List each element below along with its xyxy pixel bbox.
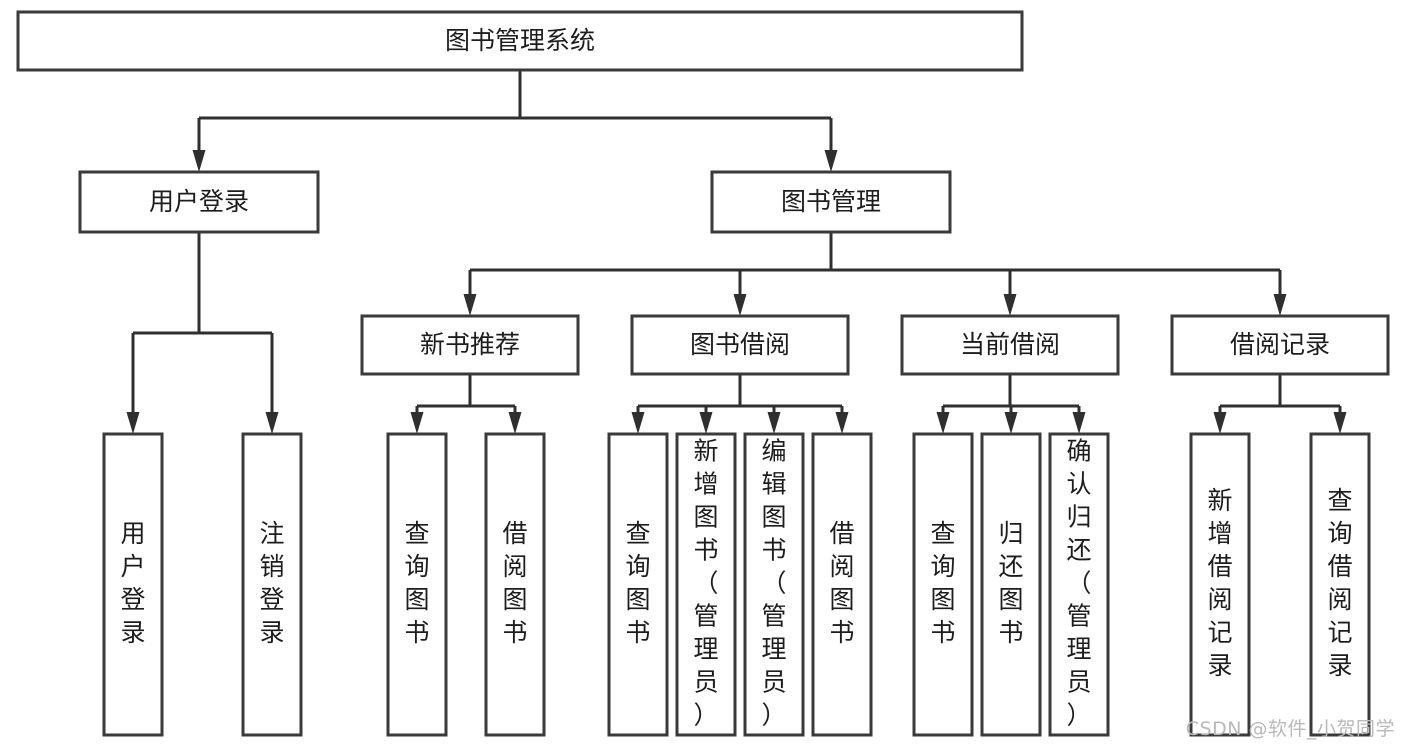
arrow-head-icon bbox=[733, 294, 747, 316]
leaf-node-leaf-query-book-current[interactable]: 查询图书 bbox=[912, 432, 974, 737]
arrow-head-icon bbox=[824, 150, 838, 172]
node-box[interactable] bbox=[386, 432, 448, 737]
connector-c-borrow-to-leaves bbox=[631, 374, 849, 434]
node-label: 归还图书 bbox=[998, 519, 1023, 647]
level2-node-user-login[interactable]: 用户登录 bbox=[78, 170, 320, 234]
node-box[interactable] bbox=[484, 432, 546, 737]
node-label: 当前借阅 bbox=[960, 330, 1060, 359]
leaf-node-leaf-edit-book-admin[interactable]: 编辑图书（管理员） bbox=[743, 432, 805, 737]
arrow-head-icon bbox=[936, 412, 950, 434]
level3-node-current-borrow[interactable]: 当前借阅 bbox=[900, 314, 1120, 376]
connector-c-root-to-level2 bbox=[192, 70, 838, 172]
node-label: 注销登录 bbox=[259, 519, 284, 647]
arrow-head-icon bbox=[835, 412, 849, 434]
node-box[interactable] bbox=[360, 314, 580, 376]
connectors-layer bbox=[126, 70, 1347, 434]
node-box[interactable] bbox=[607, 432, 669, 737]
node-label: 用户登录 bbox=[149, 187, 249, 216]
node-label: 新书推荐 bbox=[420, 330, 520, 359]
node-label: 编辑图书（管理员） bbox=[761, 437, 786, 730]
node-label: 借阅图书 bbox=[502, 519, 527, 647]
leaf-node-leaf-confirm-return-admin[interactable]: 确认归还（管理员） bbox=[1048, 432, 1110, 737]
node-label: 查询图书 bbox=[625, 519, 650, 647]
leaf-node-leaf-return-book[interactable]: 归还图书 bbox=[980, 432, 1042, 737]
node-label: 确认归还（管理员） bbox=[1066, 437, 1091, 730]
csdn-watermark: CSDN @软件_小贺同学 bbox=[1185, 718, 1395, 740]
node-label: 借阅记录 bbox=[1230, 330, 1330, 359]
connector-c-record-to-leaves bbox=[1213, 374, 1347, 434]
nodes-layer: 图书管理系统用户登录图书管理新书推荐图书借阅当前借阅借阅记录用户登录注销登录查询… bbox=[16, 10, 1390, 737]
leaf-node-leaf-add-book-admin[interactable]: 新增图书（管理员） bbox=[675, 432, 737, 737]
arrow-head-icon bbox=[1072, 412, 1086, 434]
leaf-node-leaf-borrow-book[interactable]: 借阅图书 bbox=[811, 432, 873, 737]
arrow-head-icon bbox=[508, 412, 522, 434]
node-box[interactable] bbox=[78, 170, 320, 234]
level2-node-book-management[interactable]: 图书管理 bbox=[710, 170, 952, 234]
node-label: 借阅图书 bbox=[829, 519, 854, 647]
node-label: 图书管理系统 bbox=[445, 26, 595, 55]
node-box[interactable] bbox=[1048, 432, 1110, 737]
node-box[interactable] bbox=[1309, 432, 1371, 737]
node-label: 图书管理 bbox=[781, 187, 881, 216]
arrow-head-icon bbox=[1003, 294, 1017, 316]
arrow-head-icon bbox=[265, 412, 279, 434]
leaf-node-leaf-query-book-borrow[interactable]: 查询图书 bbox=[607, 432, 669, 737]
connector-c-current-to-leaves bbox=[936, 374, 1086, 434]
level3-node-borrow-record[interactable]: 借阅记录 bbox=[1170, 314, 1390, 376]
connector-c-userlogin-to-leaves bbox=[126, 232, 279, 434]
arrow-head-icon bbox=[1333, 412, 1347, 434]
arrow-head-icon bbox=[699, 412, 713, 434]
arrow-head-icon bbox=[192, 150, 206, 172]
node-box[interactable] bbox=[241, 432, 303, 737]
root-node-root[interactable]: 图书管理系统 bbox=[16, 10, 1024, 72]
node-label: 查询图书 bbox=[930, 519, 955, 647]
node-box[interactable] bbox=[16, 10, 1024, 72]
node-box[interactable] bbox=[1170, 314, 1390, 376]
leaf-node-leaf-query-book-recommend[interactable]: 查询图书 bbox=[386, 432, 448, 737]
node-label: 新增借阅记录 bbox=[1207, 486, 1232, 680]
node-box[interactable] bbox=[102, 432, 164, 737]
arrow-head-icon bbox=[1273, 294, 1287, 316]
node-label: 新增图书（管理员） bbox=[693, 437, 718, 730]
arrow-head-icon bbox=[410, 412, 424, 434]
connector-c-recommend-to-leaves bbox=[410, 374, 522, 434]
node-box[interactable] bbox=[912, 432, 974, 737]
arrow-head-icon bbox=[126, 412, 140, 434]
arrow-head-icon bbox=[767, 412, 781, 434]
node-box[interactable] bbox=[900, 314, 1120, 376]
leaf-node-leaf-borrow-book-recommend[interactable]: 借阅图书 bbox=[484, 432, 546, 737]
node-label: 图书借阅 bbox=[690, 330, 790, 359]
node-box[interactable] bbox=[710, 170, 952, 234]
node-label: 用户登录 bbox=[120, 519, 145, 647]
node-box[interactable] bbox=[743, 432, 805, 737]
level3-node-book-borrow[interactable]: 图书借阅 bbox=[630, 314, 850, 376]
node-box[interactable] bbox=[675, 432, 737, 737]
leaf-node-leaf-query-borrow-record[interactable]: 查询借阅记录 bbox=[1309, 432, 1371, 737]
arrow-head-icon bbox=[1004, 412, 1018, 434]
node-box[interactable] bbox=[630, 314, 850, 376]
arrow-head-icon bbox=[631, 412, 645, 434]
arrow-head-icon bbox=[463, 294, 477, 316]
connector-c-bookmgmt-to-level3 bbox=[463, 232, 1287, 316]
node-box[interactable] bbox=[980, 432, 1042, 737]
leaf-node-leaf-user-login[interactable]: 用户登录 bbox=[102, 432, 164, 737]
node-label: 查询借阅记录 bbox=[1327, 486, 1352, 680]
node-box[interactable] bbox=[1189, 432, 1251, 737]
arrow-head-icon bbox=[1213, 412, 1227, 434]
leaf-node-leaf-logout-login[interactable]: 注销登录 bbox=[241, 432, 303, 737]
leaf-node-leaf-add-borrow-record[interactable]: 新增借阅记录 bbox=[1189, 432, 1251, 737]
node-box[interactable] bbox=[811, 432, 873, 737]
level3-node-new-book-recommend[interactable]: 新书推荐 bbox=[360, 314, 580, 376]
node-label: 查询图书 bbox=[404, 519, 429, 647]
